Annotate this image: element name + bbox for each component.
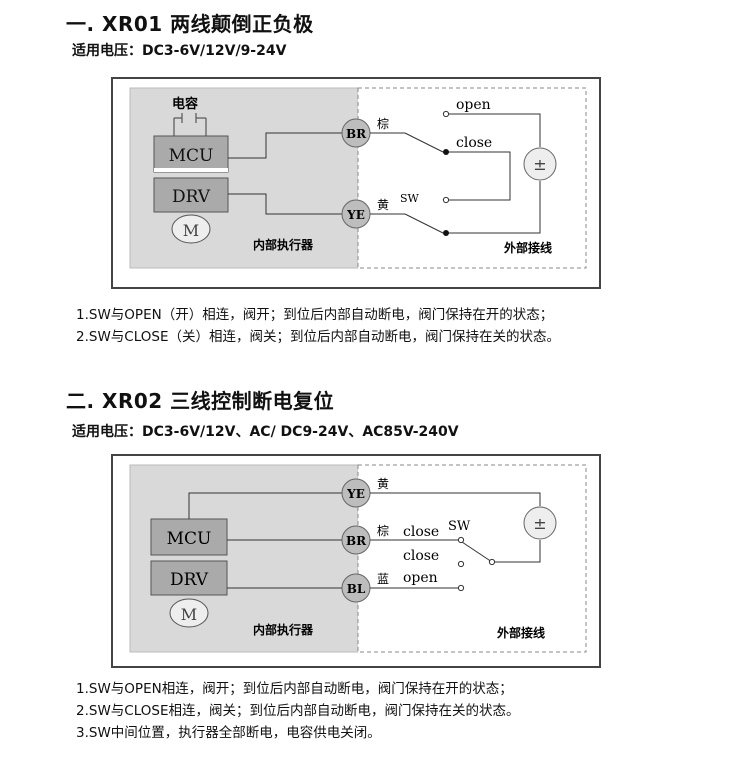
contact-open-1 [442, 110, 450, 118]
section2-notes: 1.SW与OPEN相连，阀开；到位后内部自动断电，阀门保持在开的状态； 2.SW… [76, 678, 520, 744]
wire-yellow-label-2: 黄 [377, 477, 389, 491]
terminal-bl: BL [341, 573, 371, 603]
section1-voltage: 适用电压：DC3-6V/12V/9-24V [72, 43, 287, 59]
drv-label-2: DRV [170, 570, 209, 590]
terminal-ye: YE [341, 199, 371, 229]
terminal-br: BR [341, 118, 371, 148]
internal-actuator-label-2: 内部执行器 [253, 622, 314, 637]
terminal-bl-label: BL [347, 582, 366, 596]
close-label-2a: close [403, 524, 439, 540]
mcu-block [153, 135, 229, 173]
power-source-icon-2: ± [523, 506, 557, 540]
wire-yellow-label: 黄 [377, 198, 389, 212]
section1-notes: 1.SW与OPEN（开）相连，阀开；到位后内部自动断电，阀门保持在开的状态； 2… [76, 304, 560, 348]
internal-actuator-label: 内部执行器 [253, 237, 314, 252]
mcu-label: MCU [169, 146, 214, 166]
diagram-xr01: 电容 MCU DRV M BR [111, 77, 601, 289]
section2-note-1: 1.SW与OPEN相连，阀开；到位后内部自动断电，阀门保持在开的状态； [76, 681, 513, 697]
section2-note-3: 3.SW中间位置，执行器全部断电，电容供电关闭。 [76, 725, 381, 741]
section2-title: 二. XR02 三线控制断电复位 [66, 389, 335, 413]
sw-label: SW [400, 192, 420, 205]
motor-label: M [183, 221, 199, 240]
contact-open-2 [442, 196, 450, 204]
section1-title: 一. XR01 两线颠倒正负极 [66, 12, 314, 36]
wire-brown-label-2: 棕 [377, 523, 389, 538]
diagram2-external-area [357, 464, 587, 653]
terminal-br-2: BR [341, 525, 371, 555]
section2-note-2: 2.SW与CLOSE相连，阀关；到位后内部自动断电，阀门保持在关的状态。 [76, 703, 520, 719]
contact-close-2 [443, 230, 449, 236]
capacitor-icon [173, 113, 207, 136]
external-wiring-label-2: 外部接线 [497, 625, 545, 640]
terminal-ye-2: YE [341, 478, 371, 508]
external-wiring-label: 外部接线 [504, 240, 552, 255]
wire-blue-label-2: 蓝 [377, 572, 389, 586]
diagram1-internal-wires [228, 132, 342, 215]
section1-note-2: 2.SW与CLOSE（关）相连，阀关；到位后内部自动断电，阀门保持在关的状态。 [76, 329, 560, 345]
switch-pivot [488, 558, 496, 566]
section1-note-1: 1.SW与OPEN（开）相连，阀开；到位后内部自动断电，阀门保持在开的状态； [76, 307, 554, 323]
diagram1-external-wires [370, 113, 541, 234]
contact-close-b [457, 560, 465, 568]
drv-block [153, 177, 229, 213]
contact-close-1 [443, 149, 449, 155]
contact-close-a [457, 536, 465, 544]
power-source-label: ± [533, 155, 546, 174]
motor-icon: M [171, 214, 211, 244]
motor-label-2: M [181, 605, 197, 624]
terminal-ye-2-label: YE [346, 487, 365, 501]
terminal-ye-label: YE [346, 208, 365, 222]
mcu-label-2: MCU [167, 529, 212, 549]
open-label: open [456, 97, 491, 113]
terminal-br-2-label: BR [346, 534, 367, 548]
diagram2-internal-area [129, 464, 359, 653]
mcu-separator [154, 168, 228, 172]
power-source-label-2: ± [533, 514, 546, 533]
power-source-icon: ± [523, 147, 557, 181]
close-label: close [456, 135, 492, 151]
section2-voltage: 适用电压：DC3-6V/12V、AC/ DC9-24V、AC85V-240V [72, 424, 459, 440]
diagram2-internal-wires [188, 492, 342, 589]
terminal-br-label: BR [346, 127, 367, 141]
capacitor-label: 电容 [172, 96, 198, 112]
sw-label-2: SW [448, 519, 471, 534]
drv-label: DRV [172, 187, 211, 207]
open-label-2: open [403, 570, 438, 586]
contact-open [457, 584, 465, 592]
wire-brown-label: 棕 [377, 116, 389, 131]
drv-block-2 [150, 560, 228, 596]
motor-icon-2: M [169, 598, 209, 628]
diagram-xr02: MCU DRV M YE BR BL 内部执行器 外部接线 黄 棕 蓝 [111, 454, 601, 668]
close-label-2b: close [403, 548, 439, 564]
